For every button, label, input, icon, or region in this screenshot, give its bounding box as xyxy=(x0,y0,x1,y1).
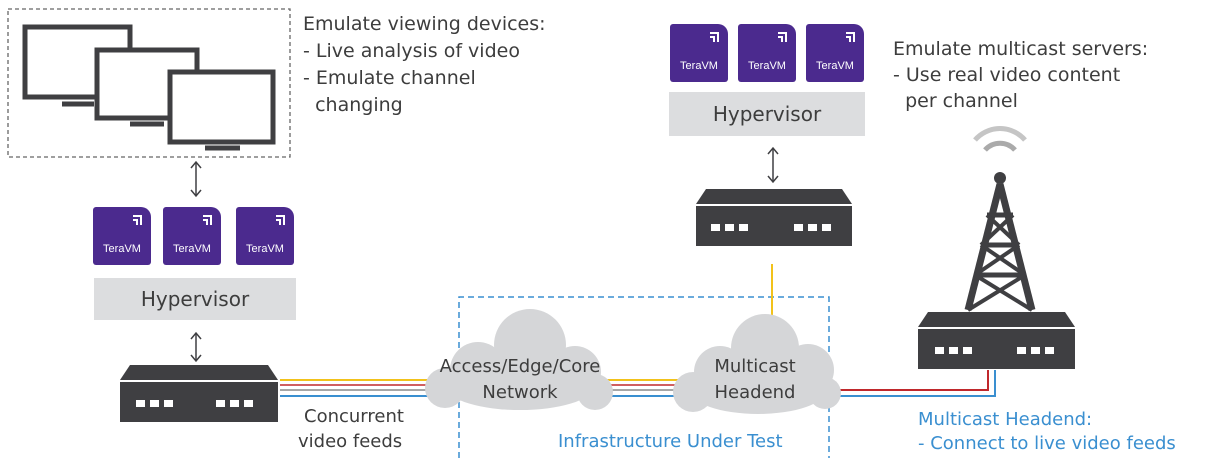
teravm-logo-icon xyxy=(778,32,787,42)
teravm-label: TeraVM xyxy=(816,60,854,72)
teravm-logo-icon xyxy=(133,215,142,225)
teravm-tile: TeraVM xyxy=(738,24,796,82)
teravm-label: TeraVM xyxy=(680,60,718,72)
teravm-tile: TeraVM xyxy=(806,24,864,82)
switch-icon-left xyxy=(120,365,278,422)
teravm-label: TeraVM xyxy=(246,243,284,255)
viewing-devices-line: - Emulate channel xyxy=(303,67,476,89)
viewing-devices-line: changing xyxy=(303,94,403,116)
teravm-label: TeraVM xyxy=(173,243,211,255)
teravm-tile: TeraVM xyxy=(163,207,221,265)
multicast-servers-line: per channel xyxy=(893,90,1018,112)
cloud-headend-label: Multicast Headend xyxy=(690,356,820,404)
headend-line-red xyxy=(835,370,989,391)
cloud-headend-line2: Headend xyxy=(714,382,796,403)
teravm-logo-icon xyxy=(846,32,855,42)
infrastructure-label: Infrastructure Under Test xyxy=(558,431,783,452)
teravm-tile: TeraVM xyxy=(93,207,151,265)
hypervisor-box: Hypervisor xyxy=(94,278,296,320)
monitor-icon xyxy=(22,24,276,151)
teravm-logo-icon xyxy=(276,215,285,225)
teravm-label: TeraVM xyxy=(103,243,141,255)
viewing-devices-title: Emulate viewing devices: xyxy=(303,13,546,35)
viewing-devices-line: - Live analysis of video xyxy=(303,40,520,62)
cloud-access-line2: Network xyxy=(482,382,558,403)
headend-note-title: Multicast Headend: xyxy=(918,409,1093,430)
cloud-access xyxy=(425,309,613,410)
teravm-logo-icon xyxy=(203,215,212,225)
teravm-tile: TeraVM xyxy=(236,207,294,265)
hypervisor-label: Hypervisor xyxy=(140,287,250,311)
switch-icon-top xyxy=(696,189,852,246)
cloud-headend-line1: Multicast xyxy=(714,356,796,377)
multicast-servers-title: Emulate multicast servers: xyxy=(893,38,1149,60)
teravm-logo-icon xyxy=(710,32,719,42)
switch-icon-tower xyxy=(918,312,1075,369)
cloud-access-line1: Access/Edge/Core xyxy=(439,356,601,377)
cloud-headend xyxy=(673,314,841,414)
cloud-access-label: Access/Edge/Core Network xyxy=(430,356,610,404)
headend-note-line: - Connect to live video feeds xyxy=(918,433,1176,454)
hypervisor-box: Hypervisor xyxy=(669,92,865,136)
concurrent-line2: video feeds xyxy=(298,431,403,452)
multicast-servers-line: - Use real video content xyxy=(893,64,1121,86)
viewing-devices-box xyxy=(7,8,291,158)
concurrent-line1: Concurrent xyxy=(304,406,404,427)
teravm-label: TeraVM xyxy=(748,60,786,72)
headend-line-blue xyxy=(835,370,996,397)
teravm-tile: TeraVM xyxy=(670,24,728,82)
arrow-icon xyxy=(190,146,779,363)
tower-icon xyxy=(964,126,1036,312)
hypervisor-label: Hypervisor xyxy=(712,102,822,126)
